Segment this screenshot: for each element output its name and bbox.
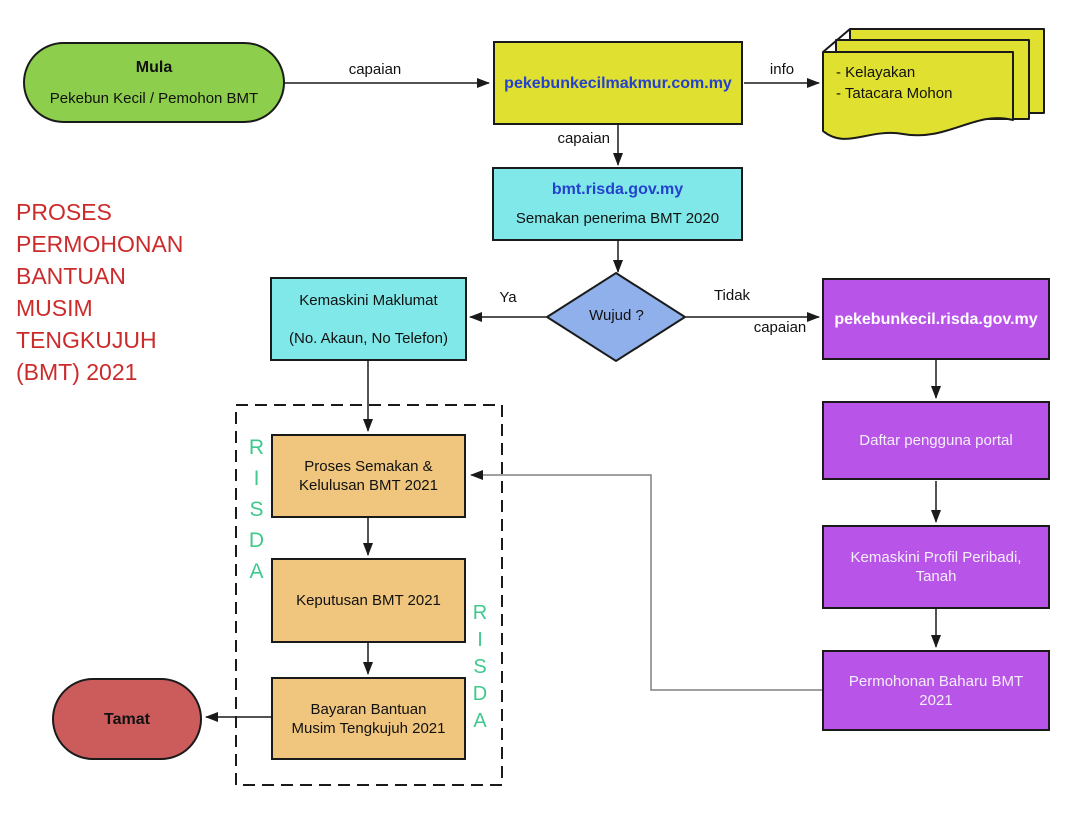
node-bayaran: Bayaran Bantuan Musim Tengkujuh 2021 [271,677,466,760]
bmt-portal-url: bmt.risda.gov.my [551,181,684,198]
node-proses-semakan: Proses Semakan & Kelulusan BMT 2021 [271,434,466,518]
daftar-pengguna-label: Daftar pengguna portal [859,432,1013,449]
document-stack-shape [822,28,1045,140]
node-kemaskini-profil: Kemaskini Profil Peribadi, Tanah [822,525,1050,609]
kemaskini-maklumat-label: Kemaskini Maklumat (No. Akaun, No Telefo… [289,291,448,347]
info-doc-text: - Kelayakan - Tatacara Mohon [836,64,953,102]
node-daftar-pengguna: Daftar pengguna portal [822,401,1050,480]
risda-dashed-boundary [235,404,503,786]
decision-label: Wujud ? [589,307,644,324]
node-tamat-end: Tamat [52,678,202,760]
risda-watermark-right: RISDA [469,602,491,737]
node-portal-makmur: pekebunkecilmakmur.com.my [493,41,743,125]
node-kemaskini-maklumat: Kemaskini Maklumat (No. Akaun, No Telefo… [270,277,467,361]
risda-watermark-left: RISDA [245,436,268,591]
edge-label-capaian-tidak: capaian [753,319,807,336]
bayaran-label: Bayaran Bantuan Musim Tengkujuh 2021 [291,700,446,737]
mula-title: Mula [135,58,173,76]
portal-pekebunkecil-url: pekebunkecil.risda.gov.my [834,310,1038,328]
kemaskini-profil-label: Kemaskini Profil Peribadi, Tanah [850,549,1022,585]
permohonan-baharu-label: Permohonan Baharu BMT 2021 [848,672,1024,709]
edge-label-info: info [769,61,795,78]
node-portal-pekebunkecil: pekebunkecil.risda.gov.my [822,278,1050,360]
node-permohonan-baharu: Permohonan Baharu BMT 2021 [822,650,1050,731]
edge-label-tidak: Tidak [713,287,751,304]
edge-label-capaian-mula: capaian [348,61,402,78]
edge-label-capaian-bmt: capaian [557,130,610,147]
mula-subtitle: Pekebun Kecil / Pemohon BMT [49,89,259,107]
tamat-label: Tamat [104,710,150,728]
page-title: PROSES PERMOHONAN BANTUAN MUSIM TENGKUJU… [16,199,184,385]
arrow-permohonan-to-proses [470,470,822,691]
bmt-portal-label: Semakan penerima BMT 2020 [515,210,720,227]
proses-semakan-label: Proses Semakan & Kelulusan BMT 2021 [299,458,438,494]
node-keputusan: Keputusan BMT 2021 [271,558,466,643]
portal-makmur-url: pekebunkecilmakmur.com.my [504,74,732,92]
decision-diamond-shape [545,271,687,363]
node-mula-start: Mula Pekebun Kecil / Pemohon BMT [23,42,285,123]
flow-arrows [205,78,941,722]
node-bmt-portal: bmt.risda.gov.my Semakan penerima BMT 20… [492,167,743,241]
keputusan-label: Keputusan BMT 2021 [296,592,441,609]
edge-label-ya: Ya [499,289,517,306]
